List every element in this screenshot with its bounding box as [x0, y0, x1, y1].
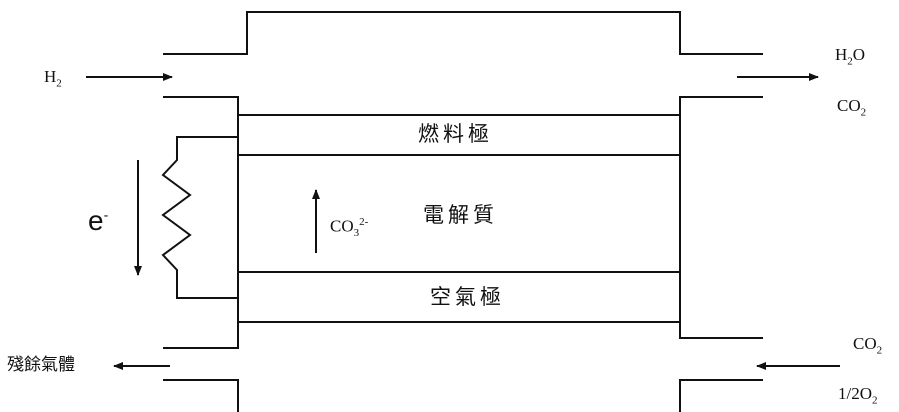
electron-label: e-: [88, 205, 109, 236]
water-outlet-label: H2O: [835, 45, 866, 68]
bottom-housing-outline-right: [679, 379, 763, 412]
external-circuit: [161, 136, 238, 299]
residual-gas-label: 殘餘氣體: [7, 355, 75, 374]
air-electrode-label: 空氣極: [430, 285, 505, 309]
electrolyte-label: 電解質: [423, 203, 498, 227]
co2-inlet-label: CO2: [853, 334, 883, 357]
top-housing-outline: [163, 11, 763, 55]
o2-inlet-label: 1/2O2: [838, 384, 878, 407]
h2-inlet-label: H2: [44, 67, 62, 90]
co2-outlet-label: CO2: [837, 96, 867, 119]
upper-channel-line: [163, 96, 239, 349]
carbonate-ion-label: CO32-: [330, 216, 369, 240]
bottom-housing-outline: [163, 379, 239, 412]
fuel-electrode-label: 燃料極: [418, 122, 493, 146]
upper-channel-line-right: [679, 96, 763, 339]
